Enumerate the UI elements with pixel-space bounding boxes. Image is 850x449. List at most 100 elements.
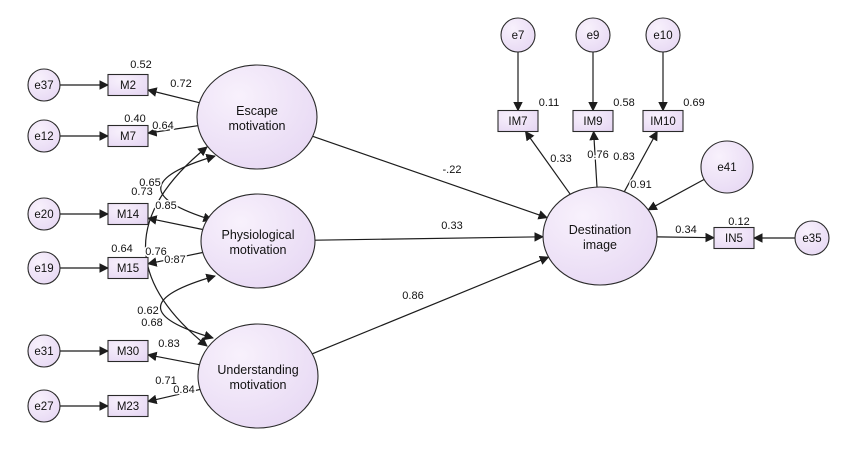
indicator-M15: M15	[107, 256, 149, 280]
path-arrow-e41-dest	[647, 178, 705, 211]
nodes-layer: e37e12e20e19e31e27M2M7M14M15M30M23Escape…	[27, 17, 830, 429]
path-arrow-under-M23	[147, 388, 201, 405]
error-term-label: e7	[512, 30, 525, 42]
path-arrow-dest-IN5	[656, 232, 715, 243]
error-term-e31: e31	[27, 334, 61, 368]
coefficient-under-dest: 0.86	[402, 290, 423, 302]
covariance-arrow-escape-under	[145, 146, 208, 347]
path-arrow-physio-M14	[147, 215, 203, 231]
path-arrow-under-M30	[147, 351, 200, 366]
error-term-e9: e9	[575, 17, 611, 53]
r-squared-label-IM9: 0.58	[613, 97, 634, 109]
error-term-label: e31	[34, 346, 53, 358]
latent-label-line-1: Physiological	[222, 228, 295, 242]
path-arrow-physio-M15	[147, 251, 203, 267]
latent-label-line-1: Escape	[236, 104, 278, 118]
error-term-label: e10	[653, 30, 672, 42]
coefficient-dest-IM9: 0.76	[587, 149, 608, 161]
latent-label-line-2: image	[583, 238, 617, 252]
indicator-label: M14	[117, 209, 140, 221]
path-arrow-dest-IM10	[623, 130, 658, 192]
coefficient-escape-under: 0.64	[111, 243, 132, 255]
indicator-M14: M14	[107, 202, 149, 226]
r-squared-label-M14: 0.73	[131, 186, 152, 198]
coefficient-escape-M2: 0.72	[170, 78, 191, 90]
error-term-e35: e35	[794, 220, 830, 256]
indicator-M2: M2	[107, 73, 149, 97]
r-squared-label-IM10: 0.69	[683, 97, 704, 109]
coefficient-under-M30: 0.83	[158, 338, 179, 350]
path-arrow-dest-IM9	[589, 130, 599, 188]
indicator-label: M15	[117, 263, 139, 275]
indicator-IM9: IM9	[572, 109, 614, 133]
indicator-IM7: IM7	[497, 109, 539, 133]
coefficient-dest-IM7: 0.33	[550, 153, 571, 165]
path-arrow-under-dest	[312, 255, 550, 355]
error-term-e37: e37	[27, 68, 61, 102]
r-squared-label-M2: 0.52	[130, 59, 151, 71]
error-term-e41: e41	[700, 140, 754, 194]
edges-layer	[60, 52, 795, 411]
coefficient-physio-dest: 0.33	[441, 220, 462, 232]
r-squared-label-IM7: 0.11	[539, 97, 560, 109]
path-arrow-escape-M7	[147, 125, 198, 137]
indicator-label: M7	[120, 131, 136, 143]
coefficient-physio-under: 0.62	[137, 305, 158, 317]
indicator-label: IN5	[725, 233, 743, 245]
error-term-e7: e7	[500, 17, 536, 53]
error-term-label: e19	[34, 263, 53, 275]
coefficient-e41-dest: 0.91	[630, 179, 651, 191]
error-term-label: e37	[34, 80, 53, 92]
latent-label-line-2: motivation	[230, 378, 287, 392]
path-arrow-escape-M2	[147, 87, 200, 104]
coefficient-escape-M7: 0.64	[152, 120, 173, 132]
indicator-label: M2	[120, 80, 136, 92]
coefficient-escape-physio: 0.65	[139, 177, 160, 189]
indicator-label: IM9	[583, 116, 602, 128]
error-term-label: e9	[587, 30, 600, 42]
r-squared-label-M7: 0.40	[124, 113, 145, 125]
indicator-label: IM7	[508, 116, 527, 128]
latent-label-line-1: Understanding	[217, 363, 298, 377]
latent-label-line-1: Destination	[569, 223, 632, 237]
indicator-IN5: IN5	[713, 226, 755, 250]
indicator-IM10: IM10	[642, 109, 684, 133]
error-term-label: e27	[34, 401, 53, 413]
error-term-e19: e19	[27, 251, 61, 285]
latent-label-line-2: motivation	[229, 119, 286, 133]
covariance-arrow-escape-physio	[160, 153, 216, 223]
error-term-label: e41	[717, 162, 736, 174]
error-term-e10: e10	[645, 17, 681, 53]
path-arrow-escape-dest	[312, 135, 549, 220]
error-term-e27: e27	[27, 389, 61, 423]
path-arrow-physio-dest	[314, 232, 544, 242]
r-squared-label-M15: 0.76	[145, 246, 166, 258]
indicator-M23: M23	[107, 394, 149, 418]
coefficient-under-M23: 0.84	[173, 384, 194, 396]
error-term-e20: e20	[27, 197, 61, 231]
coefficient-physio-M14: 0.85	[155, 200, 176, 212]
r-squared-label-IN5: 0.12	[728, 216, 749, 228]
indicator-label: M23	[117, 401, 139, 413]
r-squared-label-M23: 0.71	[155, 375, 176, 387]
coefficient-dest-IM10: 0.83	[613, 151, 634, 163]
coefficient-physio-M15: 0.87	[164, 254, 185, 266]
latent-label-line-2: motivation	[230, 243, 287, 257]
coefficient-dest-IN5: 0.34	[675, 224, 696, 236]
error-term-label: e35	[802, 233, 821, 245]
indicator-label: M30	[117, 346, 139, 358]
error-term-label: e20	[34, 209, 53, 221]
covariance-arrow-physio-under	[159, 273, 216, 341]
indicator-label: IM10	[650, 116, 676, 128]
path-arrow-dest-IM7	[524, 130, 571, 195]
r-squared-label-M30: 0.68	[141, 317, 162, 329]
